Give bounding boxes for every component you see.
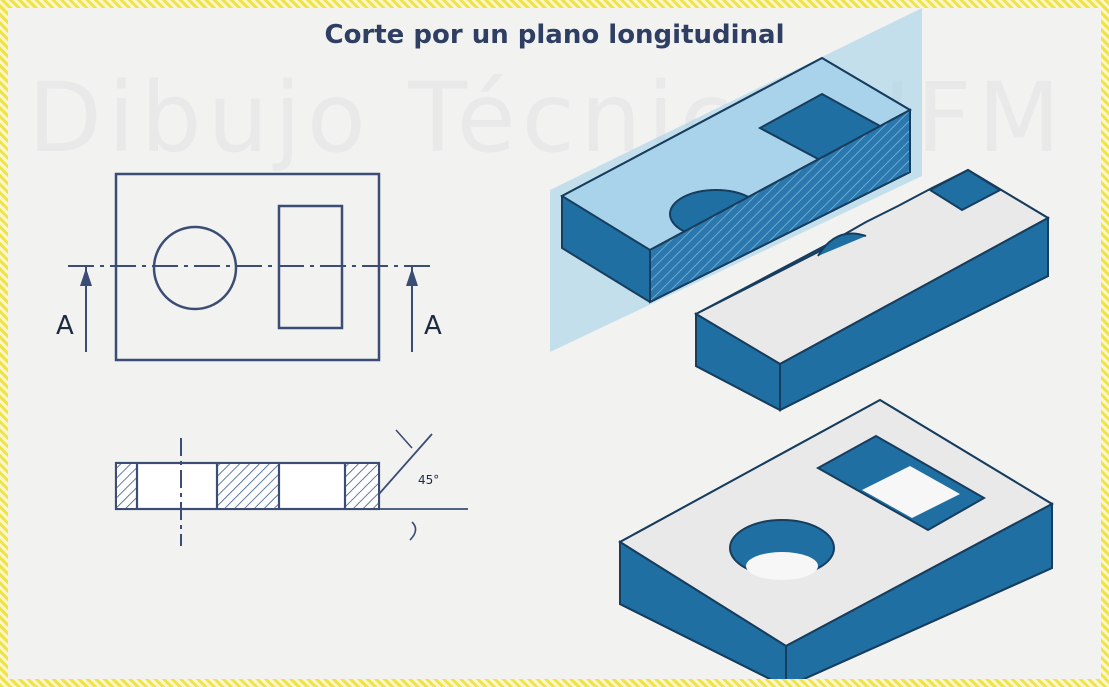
arrowhead-left <box>80 268 92 286</box>
angle-label: 45° <box>418 473 439 487</box>
full-piece <box>618 398 1055 687</box>
arrowhead-right <box>406 268 418 286</box>
section-view <box>114 429 468 546</box>
cut-label-left: A <box>56 311 74 341</box>
section-hatch-middle <box>217 464 279 508</box>
front-view-hole <box>152 225 238 311</box>
angle-arc <box>395 429 417 541</box>
section-hatch-left <box>117 464 137 508</box>
cut-label-right: A <box>424 311 442 341</box>
front-view <box>68 172 432 362</box>
section-hatch-right <box>345 464 378 508</box>
